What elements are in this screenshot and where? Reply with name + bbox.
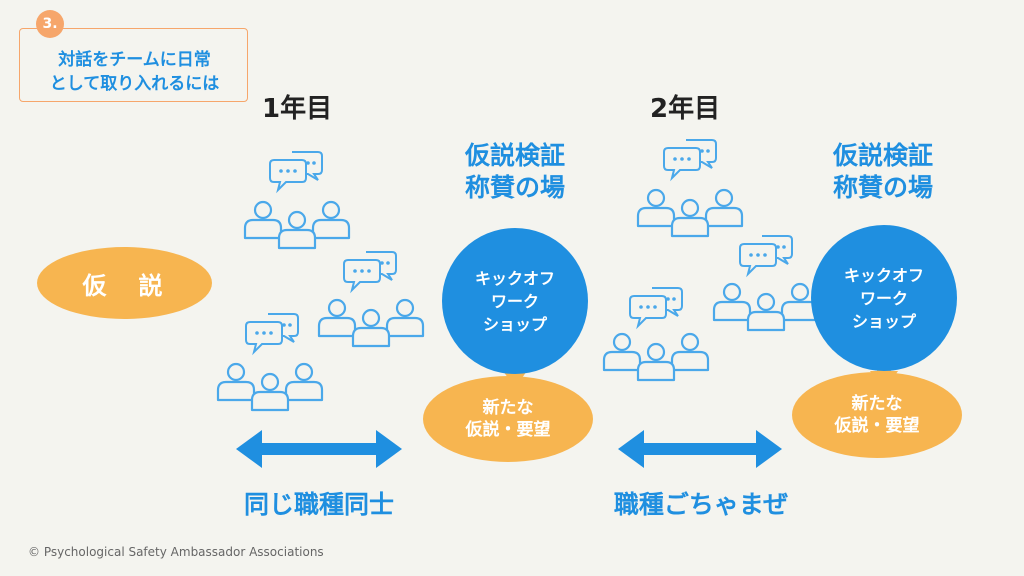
people-group-icon xyxy=(638,190,742,236)
kickoff-line-2: ワーク xyxy=(859,288,908,308)
chat-bubbles-icon xyxy=(343,251,397,291)
title-line-2: として取り入れるには xyxy=(49,74,220,94)
kickoff-line-3: ショップ xyxy=(851,311,916,331)
year-2-arrow-label: 職種ごちゃまぜ xyxy=(613,490,789,519)
step-number-badge: 3. xyxy=(36,10,64,38)
people-group-icon xyxy=(604,334,708,380)
copyright-text: © Psychological Safety Ambassador Associ… xyxy=(28,545,324,559)
double-arrow-icon xyxy=(236,430,402,468)
year-1-kickoff-circle: キックオフ ワーク ショップ xyxy=(442,228,588,374)
result-line-2: 仮説・要望 xyxy=(834,416,920,436)
year-1-heading: 仮説検証 称賛の場 xyxy=(430,140,600,204)
year-2-label: 2年目 xyxy=(650,94,721,124)
year-1-heading-line-1: 仮説検証 xyxy=(464,141,565,170)
year-2-result-oval: 新たな 仮説・要望 xyxy=(792,372,962,458)
kickoff-line-2: ワーク xyxy=(490,291,539,311)
year-2-heading: 仮説検証 称賛の場 xyxy=(798,140,968,204)
hypothesis-oval: 仮 説 xyxy=(37,247,212,319)
year-1-arrow-label: 同じ職種同士 xyxy=(243,490,394,519)
chat-bubbles-icon xyxy=(739,235,793,275)
people-group-icon xyxy=(245,202,349,248)
people-group-icon xyxy=(319,300,423,346)
year-2-heading-line-2: 称賛の場 xyxy=(832,173,933,202)
kickoff-line-1: キックオフ xyxy=(474,268,555,288)
result-line-1: 新たな xyxy=(482,398,534,418)
people-group-icon xyxy=(714,284,818,330)
chat-bubbles-icon xyxy=(269,151,323,191)
result-line-2: 仮説・要望 xyxy=(465,420,551,440)
people-group-icon xyxy=(218,364,322,410)
chat-bubbles-icon xyxy=(629,287,683,327)
title-box: 対話をチームに日常 として取り入れるには xyxy=(19,28,248,102)
year-2-heading-line-1: 仮説検証 xyxy=(832,141,933,170)
result-line-1: 新たな xyxy=(851,394,903,414)
title-line-1: 対話をチームに日常 xyxy=(58,50,211,70)
hypothesis-label: 仮 説 xyxy=(82,271,167,300)
year-1-label: 1年目 xyxy=(262,94,333,124)
chat-bubbles-icon xyxy=(245,313,299,353)
kickoff-line-3: ショップ xyxy=(482,314,547,334)
year-2-kickoff-circle: キックオフ ワーク ショップ xyxy=(811,225,957,371)
year-1-result-oval: 新たな 仮説・要望 xyxy=(423,376,593,462)
kickoff-line-1: キックオフ xyxy=(843,265,924,285)
year-1-heading-line-2: 称賛の場 xyxy=(464,173,565,202)
double-arrow-icon xyxy=(618,430,782,468)
chat-bubbles-icon xyxy=(663,139,717,179)
